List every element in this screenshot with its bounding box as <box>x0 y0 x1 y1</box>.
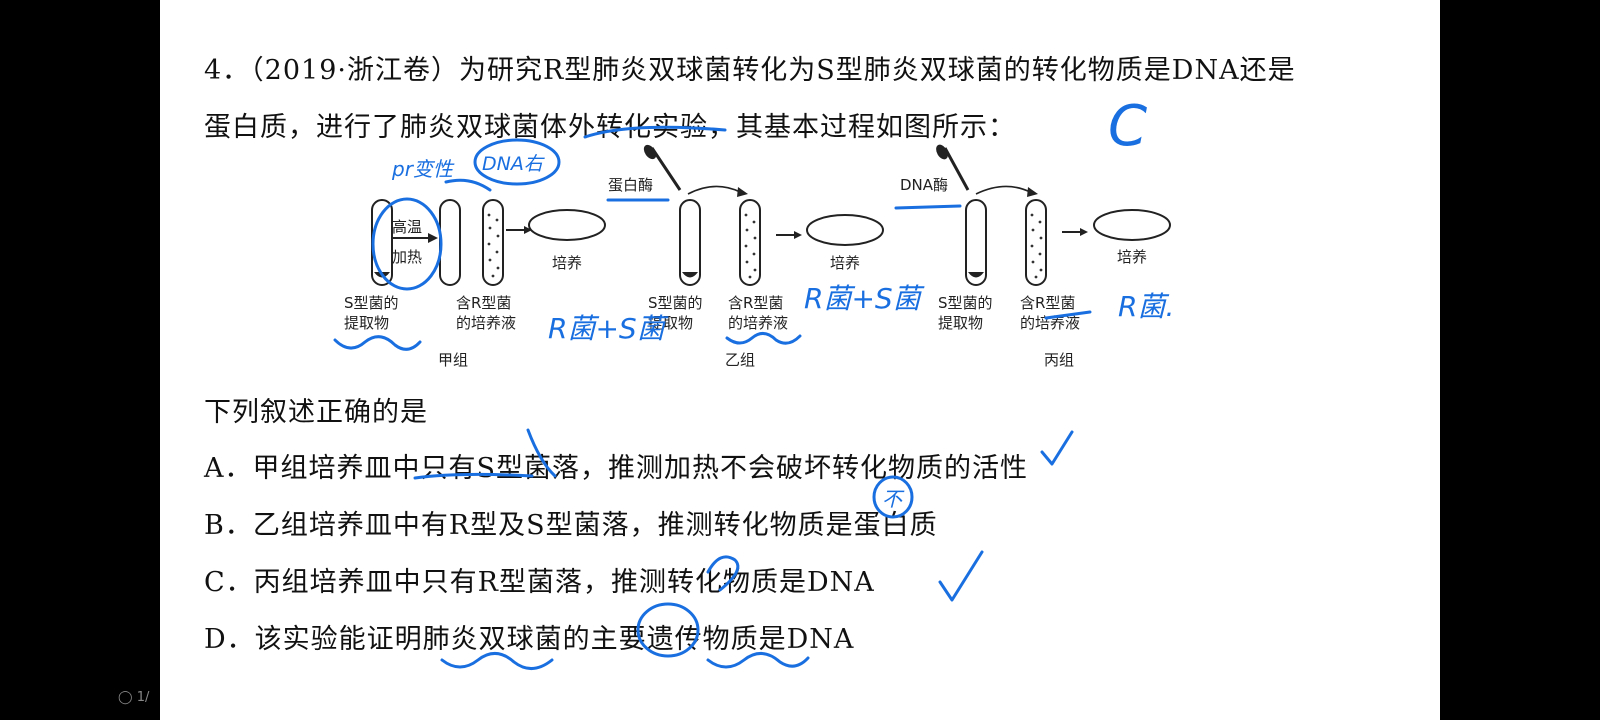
medium-label-b-1: 含R型菌 <box>728 294 783 312</box>
dropper-bulb <box>936 144 948 160</box>
ink-annotations: C pr变性 DNA右 R菌+S菌 R菌+S菌 R菌. 不 <box>333 94 1174 670</box>
group-b: 蛋白酶 培养 S型菌的 提取物 含R型菌 的培养液 乙组 <box>608 144 884 369</box>
tube-s-extract-b <box>679 199 701 286</box>
ink-curl-option-c <box>706 555 740 592</box>
ink-check-option-c <box>938 550 984 602</box>
heat-label-2: 加热 <box>392 248 422 266</box>
document-page: 4．（2019·浙江卷）为研究R型肺炎双球菌转化为S型肺炎双球菌的转化物质是DN… <box>160 0 1440 720</box>
ink-note-protein: pr变性 <box>391 157 455 181</box>
ink-underline-only-s <box>413 472 534 480</box>
dropper-b <box>650 147 682 191</box>
tube-r-medium-a <box>482 199 504 286</box>
heat-label-1: 高温 <box>392 218 422 236</box>
ink-note-group-a: R菌+S菌 <box>548 312 669 345</box>
question-prompt: 下列叙述正确的是 <box>204 397 428 428</box>
tube-s-extract-c <box>965 199 987 286</box>
ink-note-not: 不 <box>882 487 905 511</box>
group-c: DNA酶 培养 S型菌的 提取物 含R型菌 的培养液 丙组 <box>900 144 1171 369</box>
option-c[interactable]: C．丙组培养皿中只有R型菌落，推测转化物质是DNA <box>204 567 875 598</box>
option-a[interactable]: A．甲组培养皿中只有S型菌落，推测加热不会破坏转化物质的活性 <box>204 453 1028 484</box>
ink-circle-dna <box>473 138 561 186</box>
tube-heated-a <box>439 199 461 286</box>
option-d[interactable]: D．该实验能证明肺炎双球菌的主要遗传物质是DNA <box>204 624 855 655</box>
arrow-head <box>428 233 438 243</box>
ink-slash-option-a <box>526 428 557 478</box>
arrow-head <box>524 226 532 234</box>
ink-note-group-b: R菌+S菌 <box>804 282 925 315</box>
arrow-curve-c <box>975 185 1031 195</box>
tube-sediment <box>968 272 984 278</box>
arrow-head <box>1080 228 1088 236</box>
group-label-c: 丙组 <box>1044 351 1074 369</box>
tube-r-medium-b <box>739 199 761 286</box>
ink-answer-c: C <box>1108 94 1147 159</box>
comment-icon[interactable]: ◯ <box>118 690 133 705</box>
ink-underline-dnase <box>894 204 962 210</box>
medium-label-a-1: 含R型菌 <box>456 294 511 312</box>
arrow-head <box>737 187 748 197</box>
extract-label-b-2: 提取物 <box>648 314 693 332</box>
ink-circle-not <box>872 475 914 519</box>
ink-underline-experiment <box>583 125 727 139</box>
culture-label-c: 培养 <box>1117 248 1147 266</box>
extract-label-c-2: 提取物 <box>938 314 983 332</box>
ink-squiggle-pneumococcus <box>440 652 554 670</box>
medium-label-c-2: 的培养液 <box>1020 314 1080 332</box>
medium-label-c-1: 含R型菌 <box>1020 294 1075 312</box>
arrow-curve-b <box>687 185 741 195</box>
experiment-diagram: 高温 加热 培养 S型菌的 提取物 含R型菌 的培养液 甲组 蛋白酶 <box>333 94 1174 670</box>
petri-dish-a <box>528 209 606 241</box>
tube-r-medium-c <box>1025 199 1047 286</box>
ink-underline-medium-c <box>1044 310 1092 320</box>
ink-squiggle-extract <box>333 335 422 351</box>
ink-squiggle-genetic <box>706 652 810 669</box>
tube-sediment <box>682 272 698 278</box>
page-indicator-text: 1/ <box>136 690 150 705</box>
ink-note-group-c: R菌. <box>1118 290 1174 323</box>
petri-dish-c <box>1093 209 1171 241</box>
question-stem-line2: 蛋白质，进行了肺炎双球菌体外转化实验，其基本过程如图所示： <box>204 112 1016 143</box>
arrow-head <box>794 231 802 239</box>
extract-label-c-1: S型菌的 <box>938 294 993 312</box>
extract-label-a-2: 提取物 <box>344 314 389 332</box>
ink-note-dna: DNA右 <box>482 153 545 175</box>
medium-label-b-2: 的培养液 <box>728 314 788 332</box>
ink-circle-heat <box>371 197 443 291</box>
ink-circle-main <box>636 602 700 658</box>
petri-dish-b <box>806 214 884 246</box>
question-stem-line1: 4．（2019·浙江卷）为研究R型肺炎双球菌转化为S型肺炎双球菌的转化物质是DN… <box>204 55 1296 86</box>
dnase-label: DNA酶 <box>900 176 948 194</box>
group-label-a: 甲组 <box>438 351 468 369</box>
medium-label-a-2: 的培养液 <box>456 314 516 332</box>
protease-label: 蛋白酶 <box>608 176 653 194</box>
ink-squiggle-medium <box>725 332 802 345</box>
group-label-b: 乙组 <box>725 351 755 369</box>
ink-arrow-stroke <box>444 178 492 192</box>
culture-label-b: 培养 <box>830 254 860 272</box>
culture-label-a: 培养 <box>552 254 582 272</box>
page-indicator: ◯ 1/ <box>118 690 149 705</box>
arrow-head <box>1027 187 1038 197</box>
option-b[interactable]: B．乙组培养皿中有R型及S型菌落，推测转化物质是蛋白质 <box>204 510 938 541</box>
extract-label-a-1: S型菌的 <box>344 294 399 312</box>
ink-check-option-a <box>1040 430 1074 466</box>
dropper-c <box>943 147 970 191</box>
extract-label-b-1: S型菌的 <box>648 294 703 312</box>
dropper-bulb <box>643 144 657 160</box>
